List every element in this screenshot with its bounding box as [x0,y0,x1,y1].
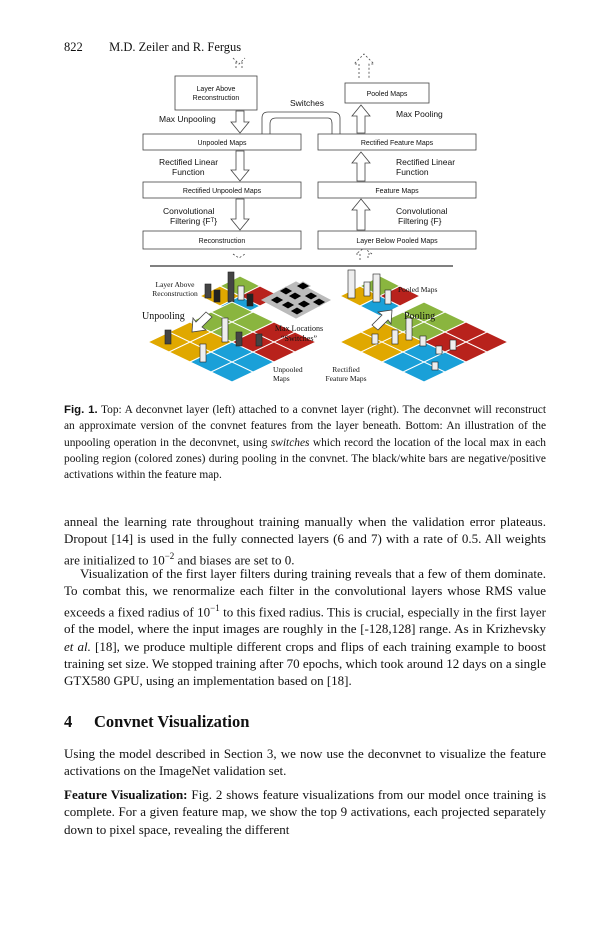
label-conv-left-2: Filtering {Fᵀ} [170,216,217,226]
label-rectified-feature-maps-2: Feature Maps [325,374,366,383]
unpooled-maps-bars [164,317,263,363]
label-rectified-feature-maps: Rectified Feature Maps [361,140,434,147]
label-switches-quoted: “Switches” [281,334,317,343]
label-switches: Switches [290,98,324,108]
caption-italic: switches [270,436,310,449]
label-rectified-right-1: Rectified Linear [396,157,455,167]
p2-text-a: Visualization of the first layer filters… [64,566,546,619]
label-rectified-unpooled-maps: Rectified Unpooled Maps [183,188,262,195]
rectified-feature-maps-bars [371,317,457,371]
page-number: 822 [64,40,83,54]
label-reconstruction-bottom: Reconstruction [199,238,246,245]
label-conv-right-2: Filtering {F} [398,216,442,226]
label-unpooling: Unpooling [142,311,185,322]
p2-text-c: [18], we produce multiple different crop… [64,638,546,689]
label-conv-left-1: Convolutional [163,206,215,216]
label-rectified-right-2: Function [396,167,429,177]
label-unpooled: Unpooled [273,365,303,374]
box-rectified-unpooled-maps [142,181,302,199]
label-rectified: Rectified [332,365,360,374]
label-pooled-maps-2: Pooled Maps [398,285,437,294]
label-rectified-left-2: Function [172,167,205,177]
p2-text-b: to this fixed radius. This is crucial, e… [64,603,546,637]
label-reconstruction-top: Reconstruction [193,95,240,102]
label-layer-below-pooled-maps: Layer Below Pooled Maps [356,238,438,245]
label-max-pooling: Max Pooling [396,109,443,119]
label-layer-above: Layer Above [197,86,236,93]
caption-text-1: Top: A deconvnet layer (left) attached t… [64,404,546,449]
box-pooled-maps [344,82,430,104]
pooled-maps-bars [347,269,392,305]
pooling-arrow-icon [371,309,393,331]
unpooled-maps-grid [146,301,318,383]
figure-caption: Fig. 1. Top: A deconvnet layer (left) at… [64,402,546,483]
p4-text: Fig. 2 shows feature visualizations from… [64,787,547,837]
p1-superscript: −2 [164,550,175,561]
box-unpooled-maps [142,133,302,151]
p2-italic: et al. [64,638,91,654]
deconvnet-diagram [142,53,477,267]
label-unpooled-maps: Unpooled Maps [197,140,247,147]
paragraph-using-model: Using the model described in Section 3, … [64,746,546,779]
paragraph-filter-visualization: Visualization of the first layer filters… [64,565,546,689]
box-layer-above-reconstruction [174,75,258,111]
box-feature-maps [317,181,477,199]
box-reconstruction [142,230,302,250]
paragraph-feature-visualization: Feature Visualization: Fig. 2 shows feat… [64,786,546,838]
box-layer-below-pooled-maps [317,230,477,250]
runin-heading: Feature Visualization: [64,787,188,802]
figure-1: Layer Above Reconstruction Unpooled Maps… [142,53,510,383]
label-reconstruction-2: Reconstruction [152,289,198,298]
section-title: Convnet Visualization [94,712,250,731]
page-header: 822 M.D. Zeiler and R. Fergus [64,40,241,55]
p1-text-b: and biases are set to 0. [174,551,295,567]
section-heading: 4 Convnet Visualization [64,712,249,732]
label-conv-right-1: Convolutional [396,206,448,216]
caption-text-2: which record the location of the local m… [64,436,546,482]
unpooling-arrow-icon [191,311,213,333]
unpooling-illustration-labels: Layer Above Reconstruction Pooled Maps U… [142,280,437,383]
label-max-locations: Max Locations [275,324,323,333]
rectified-feature-maps-grid [338,301,510,383]
label-rectified-left-1: Rectified Linear [159,157,218,167]
p2-superscript: −1 [210,602,220,613]
paragraph-learning-rate: anneal the learning rate throughout trai… [64,513,546,568]
caption-label: Fig. 1. [64,404,98,416]
running-head-authors: M.D. Zeiler and R. Fergus [109,40,242,54]
label-pooled-maps: Pooled Maps [367,91,408,98]
box-rectified-feature-maps [317,133,477,151]
deconvnet-diagram-labels: Layer Above Reconstruction Unpooled Maps… [159,86,455,245]
label-unpooled-maps-2: Maps [273,374,290,383]
label-pooling: Pooling [404,311,435,322]
section-number: 4 [64,712,73,731]
layer-above-bars [204,271,254,307]
p1-text-a: anneal the learning rate throughout trai… [64,514,546,567]
label-max-unpooling: Max Unpooling [159,114,216,124]
unpooling-illustration [146,269,510,383]
label-feature-maps: Feature Maps [375,188,419,195]
switches-grid [260,281,332,319]
label-layer-above-2: Layer Above [156,280,196,289]
